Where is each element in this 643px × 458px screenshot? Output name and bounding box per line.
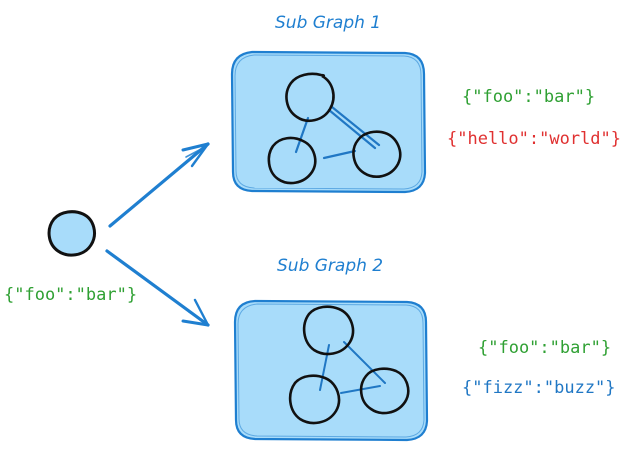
sub-graph-2-title: Sub Graph 2 [277, 256, 384, 276]
node-circle [288, 374, 341, 425]
sub-graph-2-nodes [288, 305, 410, 425]
node-circle [267, 136, 317, 185]
sub-graph-1-title: Sub Graph 1 [275, 13, 382, 33]
node-circle [352, 130, 402, 178]
node-circle [285, 72, 335, 123]
sub-graph-1-nodes [267, 72, 402, 185]
sub-graph-2-annotation-1: {"foo":"bar"} [478, 338, 612, 358]
sub-graph-1-annotation-1: {"foo":"bar"} [462, 87, 596, 107]
source-node[interactable] [47, 210, 96, 257]
node-circle [302, 305, 355, 356]
sub-graph-1-annotation-2: {"hello":"world"} [447, 129, 621, 149]
sub-graph-1-box[interactable] [230, 50, 427, 194]
edge-a-c [343, 341, 386, 384]
edge-b-c [322, 149, 357, 160]
sub-graph-2-box[interactable] [233, 299, 429, 442]
edge-a-b [319, 344, 330, 391]
edge-a-b [294, 116, 310, 154]
source-node-label: {"foo":"bar"} [4, 285, 138, 305]
edge-a-c-2 [330, 105, 381, 147]
arrow-to-sub-graph-1 [108, 142, 210, 228]
sub-graph-1-edges [294, 105, 381, 160]
sub-graph-2-annotation-2: {"fizz":"buzz"} [462, 378, 616, 398]
edge-a-c-1 [327, 108, 377, 150]
arrow-to-sub-graph-2 [105, 249, 210, 327]
node-circle [359, 367, 410, 415]
